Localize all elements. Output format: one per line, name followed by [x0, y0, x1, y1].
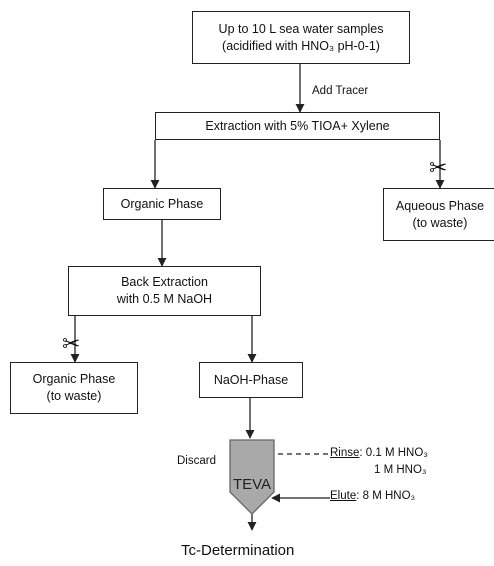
- organic-phase-box: Organic Phase: [103, 188, 221, 220]
- add-tracer-label: Add Tracer: [312, 85, 369, 97]
- scissors-icon: ✂: [429, 156, 448, 181]
- aqueous-phase-line-1: Aqueous Phase: [395, 198, 485, 213]
- samples-line-1: Up to 10 L sea water samples: [218, 21, 384, 36]
- naoh-phase-box: NaOH-Phase: [199, 362, 303, 398]
- extraction-box: Extraction with 5% TIOA+ Xylene: [155, 112, 440, 140]
- scissors-icon: ✂: [62, 332, 81, 357]
- teva-column: [229, 439, 275, 515]
- organic-waste-box: Organic Phase (to waste): [10, 362, 138, 414]
- extraction-line-1: Extraction with 5% TIOA+ Xylene: [205, 118, 390, 133]
- aqueous-phase-box: Aqueous Phase (to waste): [383, 188, 494, 241]
- samples-box: Up to 10 L sea water samples (acidified …: [192, 11, 410, 64]
- organic-phase-line-1: Organic Phase: [120, 196, 204, 211]
- rinse-word: Rinse: [330, 447, 360, 459]
- elute-value: : 8 M HNO₃: [356, 490, 416, 502]
- aqueous-phase-line-2: (to waste): [412, 215, 468, 230]
- elute-label: Elute: 8 M HNO₃: [330, 489, 415, 503]
- back-extraction-box: Back Extraction with 0.5 M NaOH: [68, 266, 261, 316]
- teva-column-label: TEVA: [233, 476, 272, 493]
- result-label: Tc-Determination: [181, 542, 295, 559]
- organic-waste-line-1: Organic Phase: [32, 372, 116, 386]
- rinse-value-2-label: 1 M HNO₃: [374, 464, 427, 476]
- back-extraction-line-1: Back Extraction: [121, 275, 208, 289]
- organic-waste-line-2: (to waste): [46, 389, 102, 403]
- discard-label: Discard: [177, 455, 216, 467]
- naoh-phase-line-1: NaOH-Phase: [213, 372, 289, 387]
- back-extraction-line-2: with 0.5 M NaOH: [116, 292, 213, 306]
- rinse-label: Rinse: 0.1 M HNO₃: [330, 446, 428, 460]
- rinse-value-1: : 0.1 M HNO₃: [359, 447, 428, 459]
- samples-line-2: (acidified with HNO₃ pH-0-1): [222, 38, 380, 53]
- elute-word: Elute: [330, 490, 357, 502]
